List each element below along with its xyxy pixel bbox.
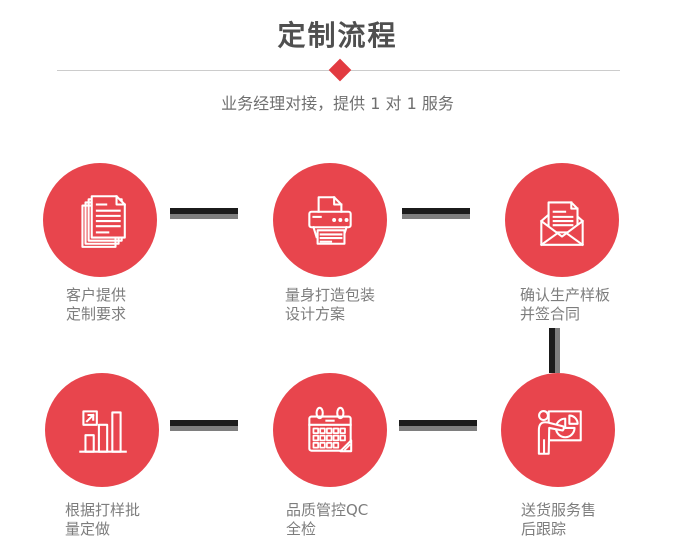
step-2-label-line1: 量身打造包装 [285,286,376,304]
documents-icon [81,195,126,248]
step-1-label-line1: 客户提供 [66,286,127,304]
step-4-circle [45,373,159,487]
open-envelope-icon [539,201,585,247]
step-4-label-line1: 根据打样批 [65,501,141,519]
step-3-circle [505,163,619,277]
step-3-label-line2: 并签合同 [520,305,581,323]
calendar-icon [308,406,353,453]
step-4-label: 根据打样批 量定做 [65,501,140,539]
step-1-circle [43,163,157,277]
connector-step5-step6 [399,420,477,431]
step-2-circle [273,163,387,277]
step-6-label-line1: 送货服务售 [521,501,597,519]
step-1-label-line2: 定制要求 [66,305,127,323]
connector-step2-step3 [402,208,470,219]
step-2-label: 量身打造包装 设计方案 [285,286,375,324]
step-6-label-line2: 后跟踪 [521,520,567,538]
step-5-label-line2: 全检 [286,520,317,538]
step-1-label: 客户提供 定制要求 [66,286,126,324]
step-5-label-line1: 品质管控QC [286,501,369,519]
printer-icon [308,196,352,245]
diamond-icon [328,58,352,82]
bar-chart-icon [79,410,127,453]
step-3-label: 确认生产样板 并签合同 [520,286,610,324]
step-5-circle [273,373,387,487]
step-4-label-line2: 量定做 [65,520,111,538]
step-6-label: 送货服务售 后跟踪 [521,501,596,539]
page-subtitle: 业务经理对接，提供 1 对 1 服务 [221,94,454,113]
step-6-circle [501,373,615,487]
step-3-label-line1: 确认生产样板 [520,286,611,304]
step-2-label-line2: 设计方案 [285,305,346,323]
connector-step3-step6 [549,328,560,373]
presentation-icon [537,410,582,455]
connector-step4-step5 [170,420,238,431]
step-5-label: 品质管控QC 全检 [286,501,368,539]
page-title: 定制流程 [277,19,398,52]
connector-step1-step2 [170,208,238,219]
